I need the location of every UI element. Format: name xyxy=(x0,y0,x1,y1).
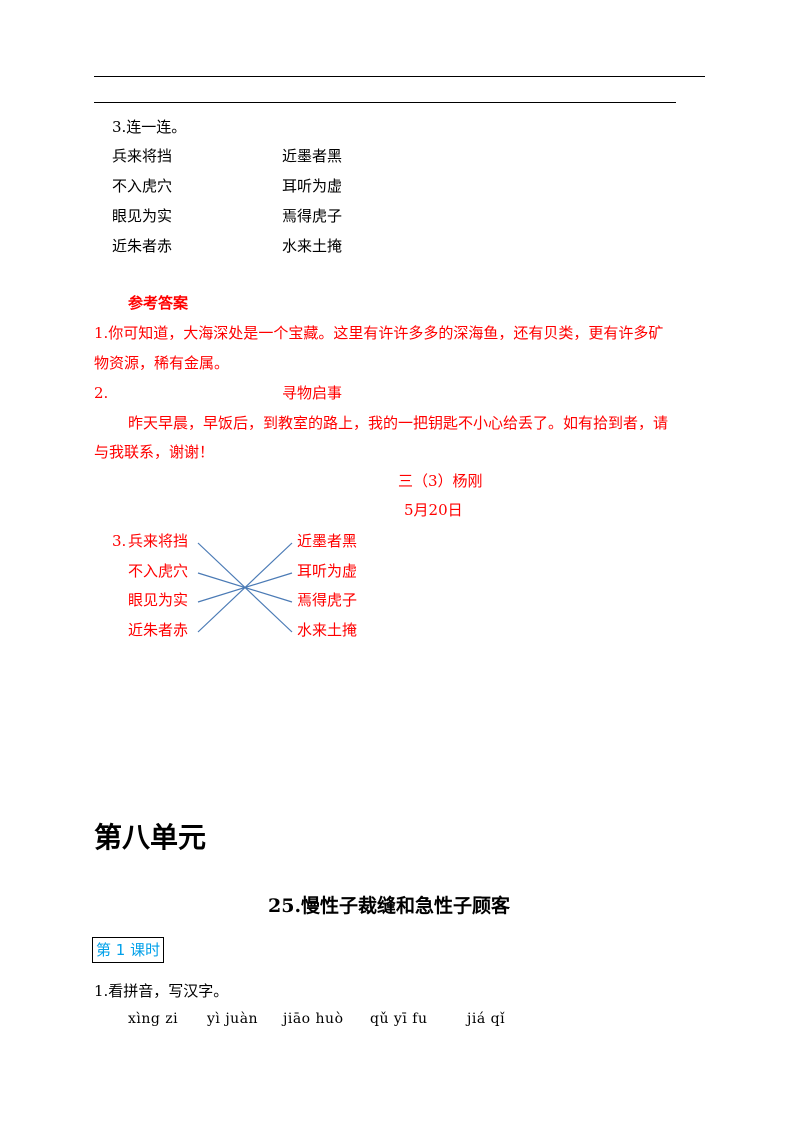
answers-heading: 参考答案 xyxy=(128,294,189,312)
answer-2-label: 2. xyxy=(94,384,109,402)
answer-3-left-item: 眼见为实 xyxy=(128,591,189,609)
answer-1-line-2: 物资源，稀有金属。 xyxy=(94,354,230,372)
pinyin-item: jiá qǐ xyxy=(467,1011,506,1027)
pinyin-item: qǔ yī fu xyxy=(370,1011,428,1027)
answer-3-left-item: 兵来将挡 xyxy=(128,532,189,550)
answer-blank-line-2 xyxy=(94,102,676,103)
lesson-title: 25.慢性子裁缝和急性子顾客 xyxy=(268,895,511,917)
pinyin-item: jiāo huò xyxy=(283,1011,344,1027)
lost-notice-title: 寻物启事 xyxy=(282,384,343,402)
answer-3-right-item: 耳听为虚 xyxy=(297,562,358,580)
q3-right-item: 水来土掩 xyxy=(282,237,343,255)
answer-blank-line-1 xyxy=(94,76,705,77)
q3-left-item: 眼见为实 xyxy=(112,207,173,225)
q1-title: 1.看拼音，写汉字。 xyxy=(94,982,229,1000)
lost-notice-signature: 三（3）杨刚 xyxy=(398,472,483,490)
unit-title: 第八单元 xyxy=(94,821,207,854)
answer-3-left-item: 不入虎穴 xyxy=(128,562,189,580)
answer-3-label: 3. xyxy=(112,532,127,550)
q3-right-item: 近墨者黑 xyxy=(282,147,343,165)
answer-3-right-item: 焉得虎子 xyxy=(297,591,358,609)
period-tag: 第 1 课时 xyxy=(92,937,165,963)
answer-3-left-item: 近朱者赤 xyxy=(128,621,189,639)
answer-1-line-1: 1.你可知道，大海深处是一个宝藏。这里有许许多多的深海鱼，还有贝类，更有许多矿 xyxy=(94,324,664,342)
q3-right-item: 焉得虎子 xyxy=(282,207,343,225)
q3-right-item: 耳听为虚 xyxy=(282,177,343,195)
lost-notice-body-line-1: 昨天早晨，早饭后，到教室的路上，我的一把钥匙不小心给丢了。如有拾到者，请 xyxy=(128,414,669,432)
answer-3-right-item: 近墨者黑 xyxy=(297,532,358,550)
lost-notice-body-line-2: 与我联系，谢谢！ xyxy=(94,443,215,461)
q3-left-item: 近朱者赤 xyxy=(112,237,173,255)
q3-title: 3.连一连。 xyxy=(112,118,187,136)
match-line-4 xyxy=(197,542,293,633)
lost-notice-date: 5月20日 xyxy=(404,501,463,519)
q3-left-item: 兵来将挡 xyxy=(112,147,173,165)
answer-3-right-item: 水来土掩 xyxy=(297,621,358,639)
q3-left-item: 不入虎穴 xyxy=(112,177,173,195)
pinyin-item: yì juàn xyxy=(207,1011,259,1027)
pinyin-item: xìng zi xyxy=(128,1011,179,1027)
